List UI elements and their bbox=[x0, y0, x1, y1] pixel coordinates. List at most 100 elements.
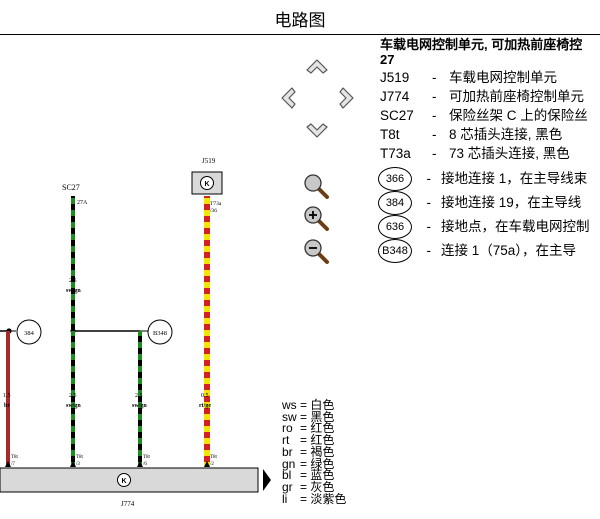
color-key-row: rt= 红色 bbox=[282, 433, 335, 448]
svg-text:K: K bbox=[204, 181, 209, 188]
legend-text: 8 芯插头连接, 黑色 bbox=[449, 127, 563, 142]
color-key-row: br= 褐色 bbox=[282, 444, 335, 459]
color-name: 红色 bbox=[310, 433, 335, 448]
legend-text: 接地点，在车载电网控制 bbox=[441, 219, 590, 234]
arrow-right-icon[interactable] bbox=[331, 85, 357, 111]
legend-dash: - bbox=[426, 171, 432, 186]
connection-b348-badge[interactable]: B348 bbox=[378, 239, 412, 264]
color-key-row: li= 淡紫色 bbox=[282, 491, 347, 506]
color-code: gr bbox=[282, 479, 293, 494]
connection-366-badge[interactable]: 366 bbox=[378, 167, 412, 192]
wire-2-swgn bbox=[71, 331, 75, 467]
legend-dash: - bbox=[426, 219, 432, 234]
wire-color-key: ws= 白色 sw= 黑色 ro= 红色 rt= 红色 br= 褐色 gn= 绿… bbox=[282, 398, 347, 506]
color-name: 灰色 bbox=[310, 479, 335, 494]
color-key-row: gr= 灰色 bbox=[282, 479, 335, 494]
control-unit-icon bbox=[200, 176, 214, 190]
legend-code: T73a bbox=[380, 146, 411, 161]
color-key-row: gn= 绿色 bbox=[282, 456, 335, 471]
legend-item: J519 -车载电网控制单元 bbox=[380, 69, 557, 87]
arrow-left-icon[interactable] bbox=[278, 85, 304, 111]
legend-title-line2: 27 bbox=[380, 52, 395, 67]
wire-3-size: 2.5 bbox=[135, 393, 143, 399]
legend-code: J774 bbox=[380, 89, 410, 104]
wire-1-color: br bbox=[4, 403, 10, 409]
color-code: ro bbox=[282, 421, 293, 436]
pin-3-conn: T8t bbox=[143, 455, 151, 460]
wire-sc27-top bbox=[71, 196, 75, 331]
color-code: bl bbox=[282, 468, 292, 483]
color-key-row: bl= 蓝色 bbox=[282, 468, 335, 483]
conn-b348-marker bbox=[147, 319, 173, 345]
color-code: br bbox=[282, 444, 293, 459]
legend-item: SC27 -保险丝架 C 上的保险丝 bbox=[380, 107, 588, 125]
wire-4-color: rt/ge bbox=[199, 403, 211, 409]
legend-title: 车载电网控制单元, 可加热前座椅控 27 bbox=[380, 37, 600, 67]
legend-code: SC27 bbox=[380, 108, 414, 123]
pin-2: /2 bbox=[210, 462, 214, 467]
legend-dash: - bbox=[426, 243, 432, 258]
ground-384-label: 384 bbox=[24, 330, 35, 337]
connection-384-badge[interactable]: 384 bbox=[378, 191, 412, 216]
svg-text:K: K bbox=[121, 478, 126, 485]
legend-connection[interactable]: 384-接地连接 19，在主导线 bbox=[378, 191, 582, 216]
zoom-in-icon[interactable] bbox=[302, 204, 330, 232]
color-key-row: sw= 黑色 bbox=[282, 409, 335, 424]
connection-636-badge[interactable]: 636 bbox=[378, 215, 412, 240]
legend-dash: - bbox=[432, 108, 437, 123]
color-name: 褐色 bbox=[310, 444, 335, 459]
wire-3-swgn bbox=[138, 331, 142, 467]
control-unit-icon bbox=[117, 473, 131, 487]
page-title: 电路图 bbox=[274, 11, 326, 30]
pin-1-conn: T8t bbox=[11, 455, 19, 460]
wire-top-size: 2.5 bbox=[69, 278, 77, 284]
j519-label: J519 bbox=[202, 157, 216, 165]
pin-4-conn: T8t bbox=[210, 455, 218, 460]
arrow-up-icon[interactable] bbox=[304, 56, 330, 82]
legend-text: 保险丝架 C 上的保险丝 bbox=[449, 108, 588, 123]
color-name: 蓝色 bbox=[310, 468, 335, 483]
color-key-row: ro= 红色 bbox=[282, 421, 335, 436]
color-name: 淡紫色 bbox=[310, 491, 347, 506]
wire-4-size: 0.5 bbox=[201, 393, 209, 399]
legend-text: 连接 1（75a），在主导 bbox=[441, 243, 577, 258]
legend-text: 车载电网控制单元 bbox=[449, 70, 557, 85]
zoom-out-icon[interactable] bbox=[302, 237, 330, 265]
legend-code: T8t bbox=[380, 127, 400, 142]
legend-item: J774 -可加热前座椅控制单元 bbox=[380, 88, 584, 106]
color-name: 绿色 bbox=[310, 456, 335, 471]
j774-label: J774 bbox=[121, 500, 135, 508]
legend-code: J519 bbox=[380, 70, 410, 85]
continue-arrow-icon[interactable] bbox=[263, 469, 271, 491]
j519-conn: T73a bbox=[210, 201, 222, 207]
legend-dash: - bbox=[432, 70, 437, 85]
legend-dash: - bbox=[432, 127, 437, 142]
legend-text: 可加热前座椅控制单元 bbox=[449, 89, 584, 104]
color-code: rt bbox=[282, 433, 290, 448]
legend-item: T8t -8 芯插头连接, 黑色 bbox=[380, 126, 562, 144]
t8t-pins bbox=[5, 461, 210, 467]
color-code: gn bbox=[282, 456, 296, 471]
legend-connection[interactable]: 366-接地连接 1，在主导线束 bbox=[378, 167, 587, 192]
wire-1-br bbox=[6, 331, 10, 467]
wire-top-color: sw/gn bbox=[66, 288, 81, 294]
legend-connection[interactable]: B348-连接 1（75a），在主导 bbox=[378, 239, 577, 264]
legend-dash: - bbox=[426, 195, 432, 210]
arrow-down-icon[interactable] bbox=[304, 115, 330, 141]
zoom-fit-icon[interactable] bbox=[302, 172, 330, 200]
sc27-label: SC27 bbox=[62, 183, 80, 192]
legend-dash: - bbox=[432, 89, 437, 104]
ground-384-marker bbox=[16, 319, 42, 345]
legend-text: 接地连接 19，在主导线 bbox=[441, 195, 582, 210]
wire-1-size: 1.5 bbox=[3, 393, 11, 399]
legend-connection[interactable]: 636-接地点，在车载电网控制 bbox=[378, 215, 590, 240]
color-name: 黑色 bbox=[310, 409, 335, 424]
color-key-row: ws= 白色 bbox=[282, 398, 335, 412]
color-code: ws bbox=[282, 398, 297, 412]
pin-2-conn: T8t bbox=[76, 455, 84, 460]
wire-2-size: 2.5 bbox=[69, 393, 77, 399]
color-code: sw bbox=[282, 409, 297, 424]
color-name: 红色 bbox=[310, 421, 335, 436]
pin-7: /7 bbox=[11, 462, 15, 467]
j519-pin: /36 bbox=[210, 208, 217, 214]
